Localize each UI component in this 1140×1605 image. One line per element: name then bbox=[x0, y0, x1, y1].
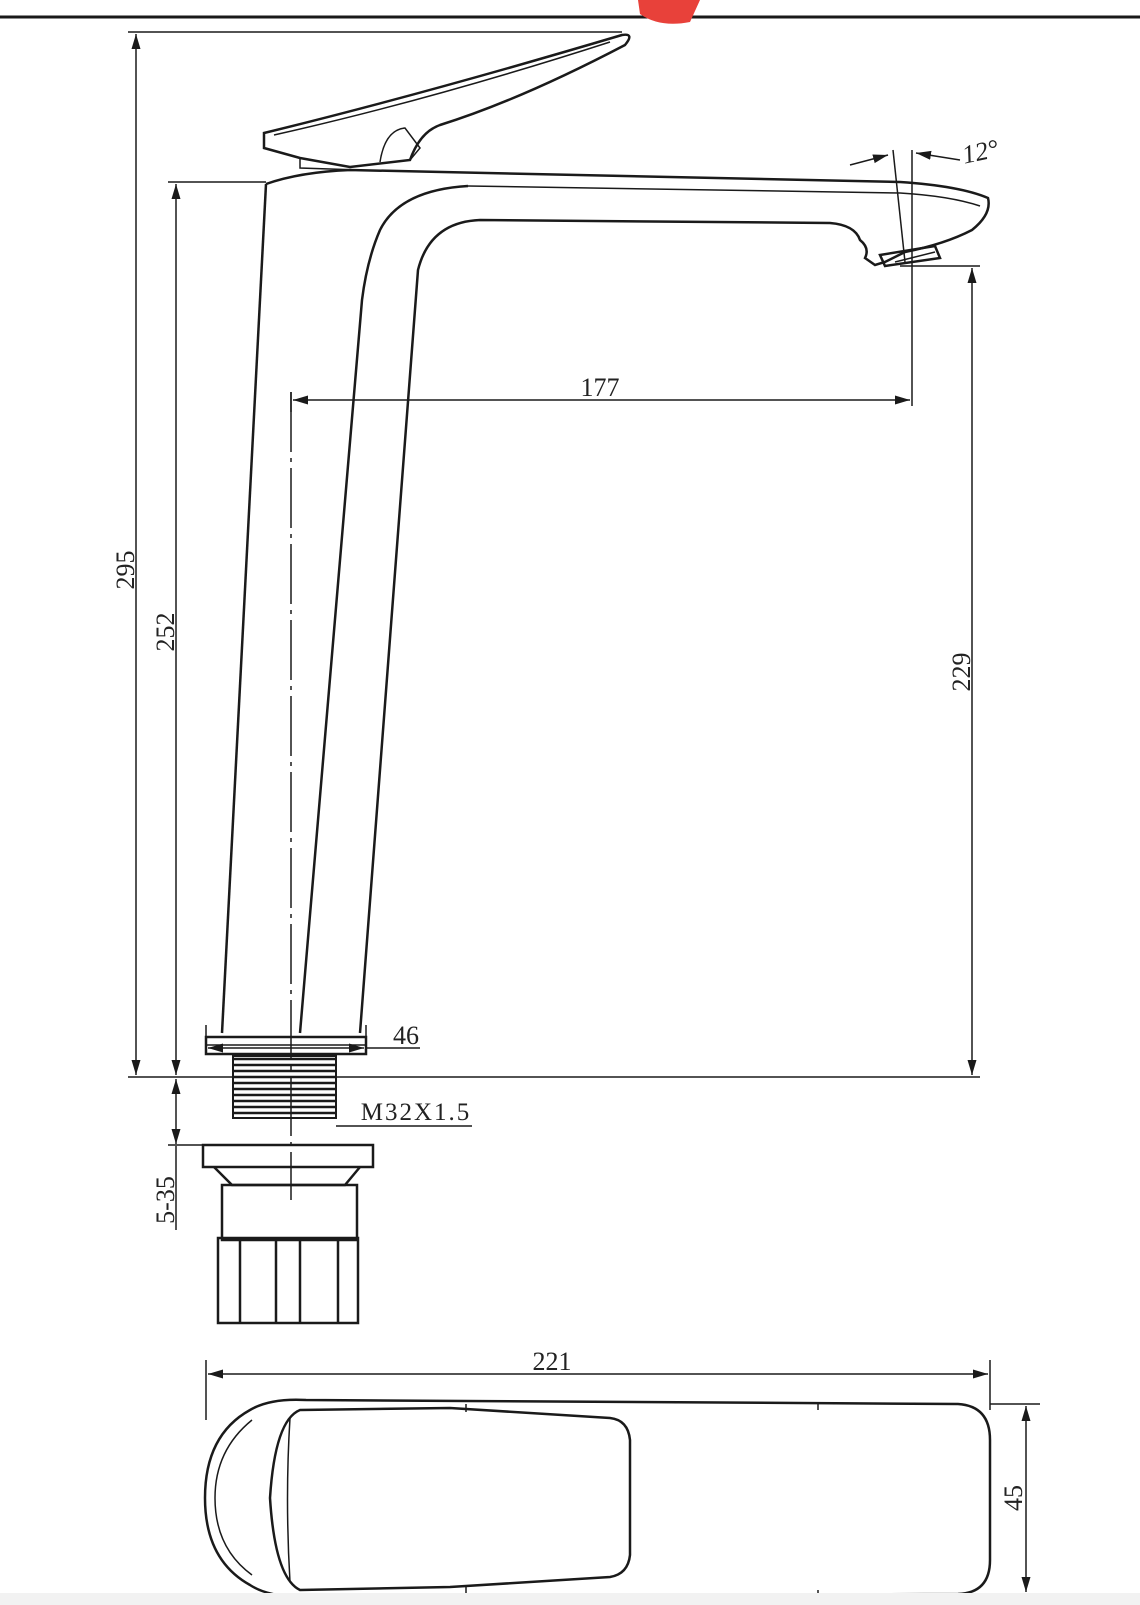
label-thread: M32X1.5 bbox=[361, 1099, 472, 1126]
bottom-bar bbox=[0, 1593, 1140, 1605]
label-base-diameter: 46 bbox=[393, 1021, 419, 1050]
label-spout-reach: 177 bbox=[581, 373, 620, 402]
faucet-side-view bbox=[201, 33, 990, 1325]
dimension-base-diameter: 46 bbox=[205, 1021, 420, 1054]
dimension-total-height: 295 bbox=[111, 34, 141, 1075]
dimension-thread: M32X1.5 bbox=[336, 1099, 472, 1127]
dimension-top-width: 45 bbox=[990, 1403, 1040, 1595]
dimension-body-height: 252 bbox=[151, 184, 181, 1075]
label-top-width: 45 bbox=[999, 1485, 1028, 1511]
label-spout-height: 229 bbox=[947, 653, 976, 692]
label-body-height: 252 bbox=[151, 613, 180, 652]
label-total-height: 295 bbox=[111, 551, 140, 590]
label-mount-thickness: 5-35 bbox=[151, 1176, 180, 1224]
dimension-spout-angle: 12° bbox=[849, 134, 1001, 263]
faucet-top-view bbox=[203, 1398, 992, 1598]
red-marker bbox=[638, 0, 700, 24]
label-spout-angle: 12° bbox=[959, 134, 1001, 170]
dimension-spout-reach: 177 bbox=[290, 150, 913, 412]
dimension-mount-thickness: 5-35 bbox=[151, 1079, 203, 1230]
dimension-top-length: 221 bbox=[205, 1347, 991, 1420]
dimension-spout-height: 229 bbox=[947, 268, 977, 1075]
label-top-length: 221 bbox=[533, 1347, 572, 1376]
